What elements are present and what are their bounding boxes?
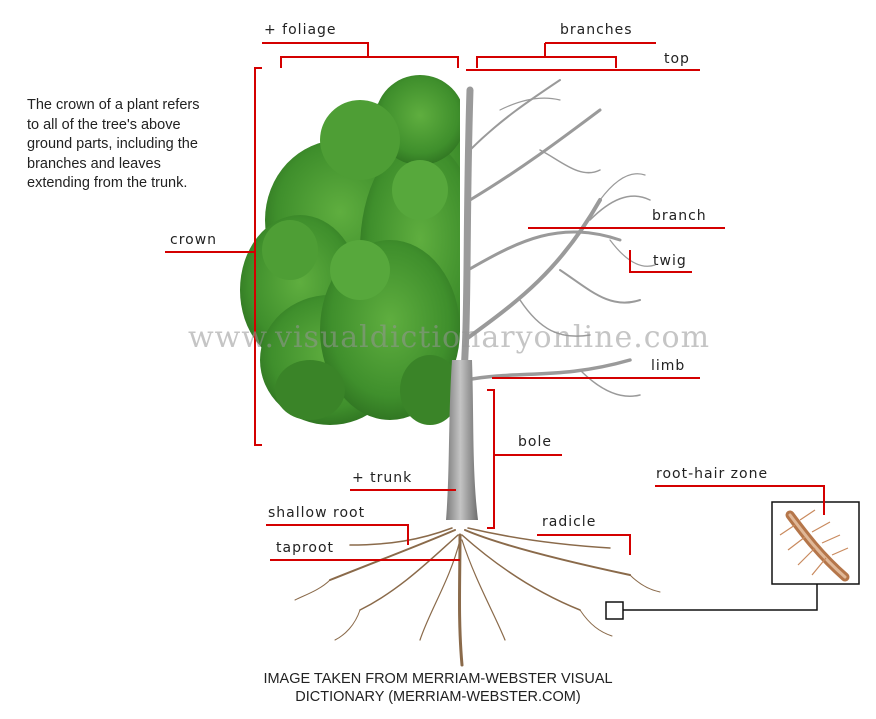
label-root-hair-zone: root-hair zone xyxy=(656,466,768,482)
label-branch: branch xyxy=(652,208,707,224)
description-line: to all of the tree's above xyxy=(27,116,267,136)
label-twig: twig xyxy=(653,253,687,269)
foliage xyxy=(240,75,480,425)
watermark: www.visualdictionaryonline.com xyxy=(188,320,710,355)
label-crown: crown xyxy=(170,232,217,248)
caption-line: DICTIONARY (MERRIAM-WEBSTER.COM) xyxy=(200,688,676,706)
label-limb: limb xyxy=(651,358,685,374)
description-line: The crown of a plant refers xyxy=(27,96,267,116)
label-taproot: taproot xyxy=(276,540,334,556)
description-line: ground parts, including the xyxy=(27,135,267,155)
description-line: branches and leaves xyxy=(27,155,267,175)
label-radicle: radicle xyxy=(542,514,596,530)
label-foliage: + foliage xyxy=(264,22,337,38)
source-caption: IMAGE TAKEN FROM MERRIAM-WEBSTER VISUAL … xyxy=(200,670,676,706)
trunk xyxy=(446,360,478,520)
root-hair-connector xyxy=(623,584,817,610)
root-hair-locator-box xyxy=(606,602,623,619)
roots xyxy=(295,528,660,665)
description-line: extending from the trunk. xyxy=(27,174,267,194)
label-trunk: + trunk xyxy=(352,470,412,486)
label-branches: branches xyxy=(560,22,633,38)
bare-branches xyxy=(460,80,655,420)
crown-description: The crown of a plant refers to all of th… xyxy=(27,96,267,194)
label-top: top xyxy=(664,51,690,67)
label-bole: bole xyxy=(518,434,552,450)
label-shallow-root: shallow root xyxy=(268,505,365,521)
caption-line: IMAGE TAKEN FROM MERRIAM-WEBSTER VISUAL xyxy=(200,670,676,688)
